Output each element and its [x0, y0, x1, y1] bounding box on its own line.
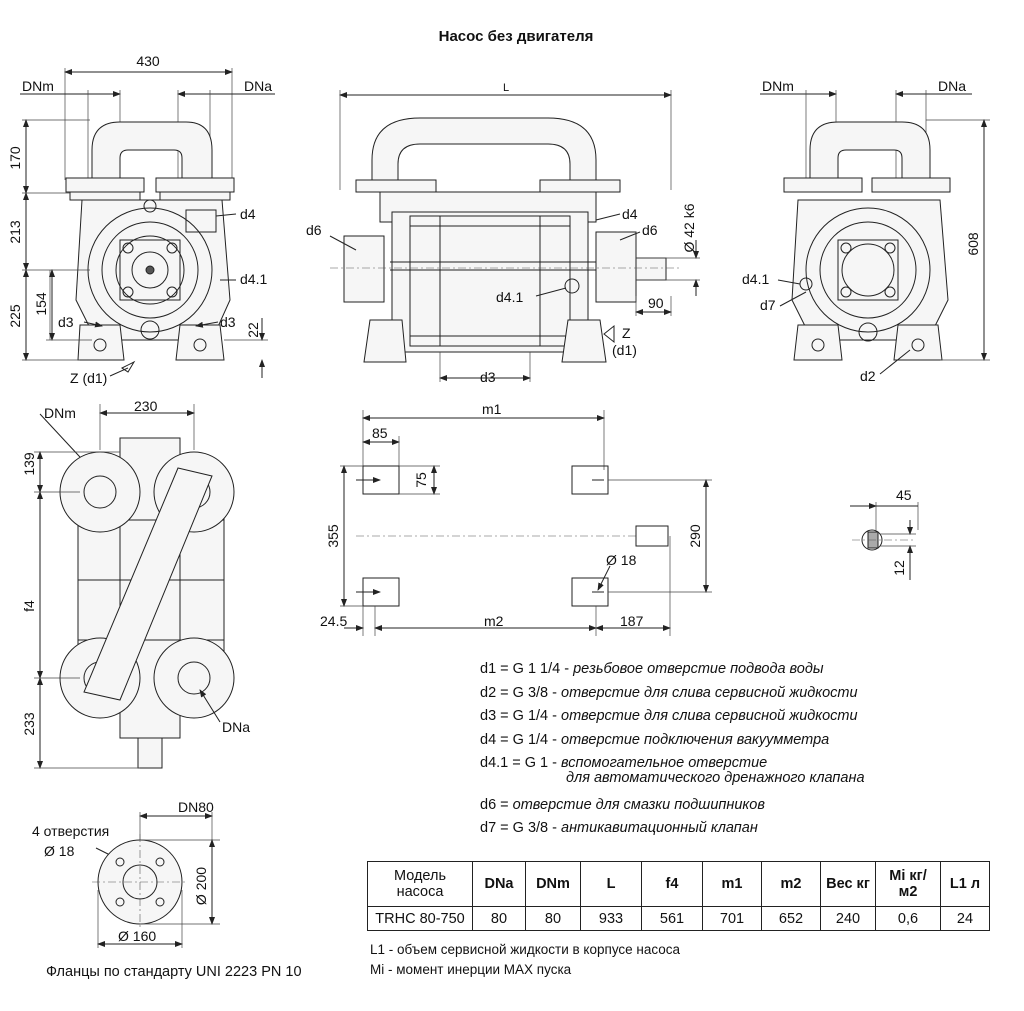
holes-count-label: 4 отверстия [32, 823, 109, 839]
th-m2: m2 [761, 861, 821, 907]
dim-45: 45 [896, 487, 912, 503]
dim-90: 90 [648, 295, 664, 311]
dnm-label-top: DNm [44, 405, 76, 421]
dim-m2: m2 [484, 613, 504, 629]
legend-notes: d1 = G 1 1/4 - резьбовое отверстие подво… [480, 658, 1020, 841]
footnote-l1: L1 - объем сервисной жидкости в корпусе … [370, 942, 681, 957]
dim-139: 139 [21, 452, 37, 476]
table-row: TRHC 80-750 80 80 933 561 701 652 240 0,… [367, 906, 990, 931]
th-dnm: DNm [525, 861, 581, 907]
dnm-label-front: DNm [22, 78, 54, 94]
dna-label-front: DNa [244, 78, 272, 94]
d6-label-left: d6 [306, 222, 322, 238]
note-d3: d3 = G 1/4 - отверстие для слива сервисн… [480, 708, 858, 724]
dim-290: 290 [687, 524, 703, 548]
table-header-row: Модель насоса DNa DNm L f4 m1 m2 Вес кг … [367, 861, 990, 907]
d3-label-front-left: d3 [58, 314, 74, 330]
note-d2: d2 = G 3/8 - отверстие для слива сервисн… [480, 684, 858, 701]
dim-430: 430 [136, 53, 160, 69]
note-d41-cont: для автоматического дренажного клапана [566, 769, 865, 786]
dim-200: Ø 200 [193, 867, 209, 905]
dim-L: L [503, 82, 509, 94]
td-dna: 80 [472, 906, 526, 931]
dim-f4: f4 [21, 600, 37, 612]
td-dnm: 80 [525, 906, 581, 931]
dim-12: 12 [891, 560, 907, 576]
note-d4: d4 = G 1/4 - отверстие подключения вакуу… [480, 731, 830, 748]
td-l1: 24 [940, 906, 990, 931]
note-d6: d6 = отверстие для смазки подшипников [480, 796, 765, 813]
dim-170: 170 [7, 146, 23, 170]
dna-label-top: DNa [222, 719, 250, 735]
top-view: 230 DNm 139 f4 233 DNa [21, 398, 250, 769]
td-model: TRHC 80-750 [367, 906, 473, 931]
flange-standard-note: Фланцы по стандарту UNI 2223 PN 10 [46, 964, 302, 980]
dim-213: 213 [7, 220, 23, 244]
d2-label: d2 [860, 368, 876, 384]
td-l: 933 [580, 906, 642, 931]
dim-dn80: DN80 [178, 799, 214, 815]
th-l1: L1 л [940, 861, 990, 907]
dim-shaft: Ø 42 k6 [681, 203, 697, 252]
dim-230: 230 [134, 398, 158, 414]
dim-m1: m1 [482, 401, 502, 417]
d3-label-front-right: d3 [220, 314, 236, 330]
th-l: L [580, 861, 642, 907]
d4-label-front: d4 [240, 206, 256, 222]
note-d41: d4.1 = G 1 - вспомогательное отверстие [480, 755, 768, 771]
footnote-mi: Mi - момент инерции MAX пуска [370, 962, 572, 977]
rear-view: DNm DNa 608 d4.1 d7 d2 [742, 78, 990, 384]
th-m1: m1 [702, 861, 762, 907]
foot-plan-view: m1 85 75 355 290 Ø 18 24.5 [320, 401, 712, 636]
spec-table: Модель насоса DNa DNm L f4 m1 m2 Вес кг … [367, 861, 990, 931]
dnm-label-rear: DNm [762, 78, 794, 94]
dim-85: 85 [372, 425, 388, 441]
dim-225: 225 [7, 304, 23, 328]
side-view: L Ø 42 k6 90 [306, 82, 700, 385]
note-d1: d1 = G 1 1/4 - резьбовое отверстие подво… [480, 661, 824, 677]
zd1-label: Z (d1) [70, 370, 107, 386]
d41-label-side: d4.1 [496, 289, 523, 305]
td-weight: 240 [820, 906, 876, 931]
holes-dia-label: Ø 18 [44, 843, 75, 859]
dim-hole-18: Ø 18 [606, 552, 637, 568]
d7-label: d7 [760, 297, 776, 313]
dim-154: 154 [33, 292, 49, 316]
td-m1: 701 [702, 906, 762, 931]
th-model: Модель насоса [367, 861, 473, 907]
front-view: 430 DNm DNa [7, 53, 275, 386]
d4-label-side: d4 [622, 206, 638, 222]
dim-608: 608 [965, 232, 981, 256]
dim-160: Ø 160 [118, 928, 156, 944]
dim-355: 355 [325, 524, 341, 548]
d1-label-side: (d1) [612, 342, 637, 358]
dim-233: 233 [21, 712, 37, 736]
dim-187: 187 [620, 613, 644, 629]
flange-detail: DN80 4 отверстия Ø 18 Ø 200 Ø 160 [32, 799, 220, 948]
td-f4: 561 [641, 906, 703, 931]
dna-label-rear: DNa [938, 78, 966, 94]
drawing-title: Насос без двигателя [439, 28, 594, 45]
dim-75: 75 [413, 472, 429, 488]
d6-label-right: d6 [642, 222, 658, 238]
th-f4: f4 [641, 861, 703, 907]
d3-label-side: d3 [480, 369, 496, 385]
td-mi: 0,6 [875, 906, 941, 931]
d41-label-front: d4.1 [240, 271, 267, 287]
dim-22: 22 [245, 322, 261, 338]
d41-label-rear: d4.1 [742, 271, 769, 287]
dim-24-5: 24.5 [320, 613, 347, 629]
th-dna: DNa [472, 861, 526, 907]
th-mi: Mi кг/м2 [875, 861, 941, 907]
z-label-side: Z [622, 325, 631, 341]
shaft-key-detail: 45 12 [850, 487, 919, 580]
th-weight: Вес кг [820, 861, 876, 907]
td-m2: 652 [761, 906, 821, 931]
note-d7: d7 = G 3/8 - антикавитационный клапан [480, 820, 758, 836]
